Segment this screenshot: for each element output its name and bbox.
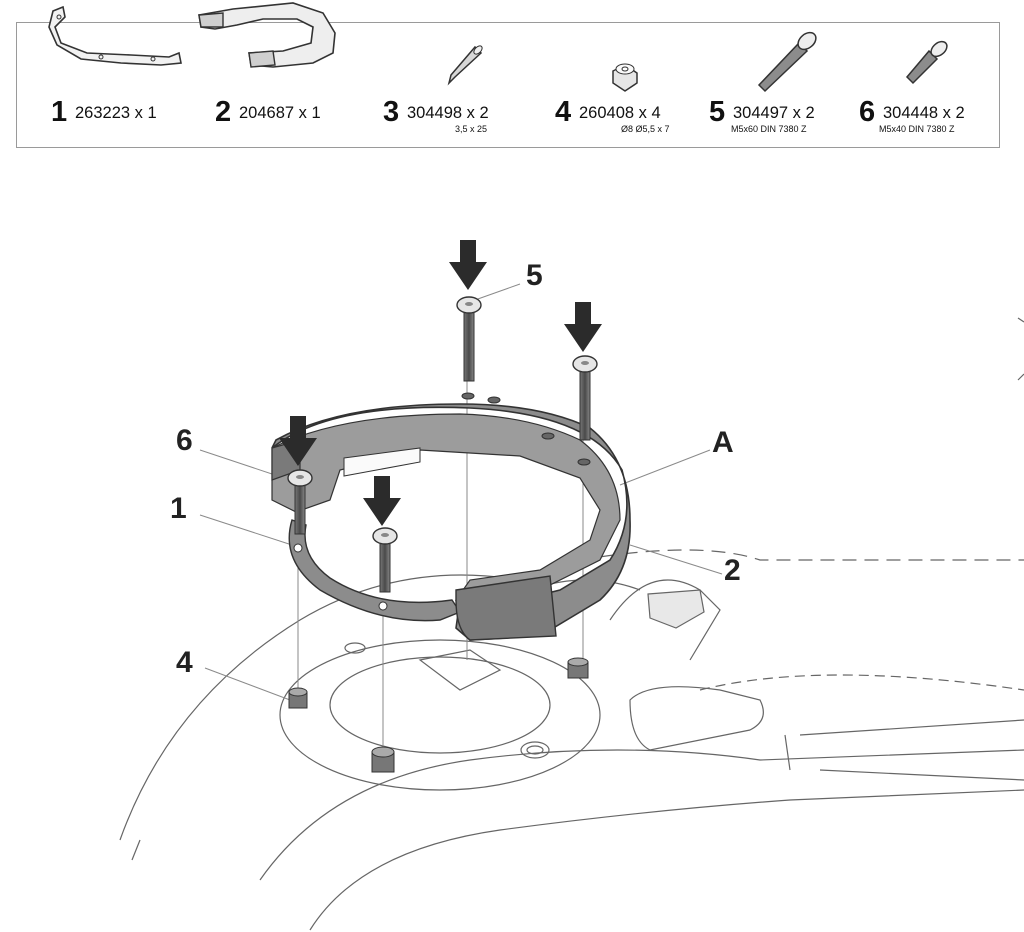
callout-1: 1 <box>170 492 187 525</box>
screw-icon <box>447 45 483 86</box>
part-number: 3 <box>383 96 399 128</box>
guide-lines <box>199 283 723 750</box>
callout-A: A <box>712 426 734 459</box>
part-spec: M5x60 DIN 7380 Z <box>731 124 807 134</box>
short-bolt-icon <box>905 40 948 85</box>
parts-list: 1 263223 x 1 2 204687 x 1 3 304498 x 2 3… <box>16 2 1000 149</box>
arrow-down-icon <box>449 240 487 290</box>
bolt-6 <box>287 469 313 535</box>
long-bolt-icon <box>757 31 817 93</box>
callout-4: 4 <box>176 646 193 679</box>
part-spec: 3,5 x 25 <box>455 124 488 134</box>
callout-6: 6 <box>176 424 193 457</box>
bolt-6b <box>372 527 398 593</box>
retaining-plate-icon <box>48 5 182 66</box>
part-1: 1 263223 x 1 <box>48 5 201 149</box>
callout-2: 2 <box>724 554 741 587</box>
part-number: 4 <box>555 96 571 128</box>
part-number: 2 <box>215 96 231 128</box>
part-code: 304498 x 2 <box>407 104 489 122</box>
part-4: 4 260408 x 4 Ø8 Ø5,5 x 7 <box>555 23 705 149</box>
bolt-5 <box>456 296 482 382</box>
part-code: 260408 x 4 <box>579 104 661 122</box>
part-spec: M5x40 DIN 7380 Z <box>879 124 955 134</box>
part-2: 2 204687 x 1 <box>198 2 365 149</box>
part-6: 6 304448 x 2 M5x40 DIN 7380 Z <box>859 23 1009 149</box>
arrow-down-icon <box>564 302 602 352</box>
part-3: 3 304498 x 2 3,5 x 25 <box>383 23 533 149</box>
arrows <box>279 240 602 526</box>
spacer-icon <box>612 63 638 92</box>
part-number: 1 <box>51 96 67 128</box>
part-code: 304448 x 2 <box>883 104 965 122</box>
bolt-5b <box>572 355 598 441</box>
part-code: 204687 x 1 <box>239 104 321 122</box>
bolts <box>287 296 598 593</box>
part-spec: Ø8 Ø5,5 x 7 <box>621 124 670 134</box>
part-code: 263223 x 1 <box>75 104 157 122</box>
tank-outline <box>119 317 1024 931</box>
part-number: 6 <box>859 96 875 128</box>
spacers <box>288 657 589 773</box>
callout-5: 5 <box>526 259 543 292</box>
part-number: 5 <box>709 96 725 128</box>
part-code: 304497 x 2 <box>733 104 815 122</box>
part-5: 5 304497 x 2 M5x60 DIN 7380 Z <box>709 23 859 149</box>
tank-ring-icon <box>198 2 336 68</box>
arrow-down-icon <box>363 476 401 526</box>
tank-ring <box>271 392 631 641</box>
arrow-down-icon <box>279 416 317 466</box>
